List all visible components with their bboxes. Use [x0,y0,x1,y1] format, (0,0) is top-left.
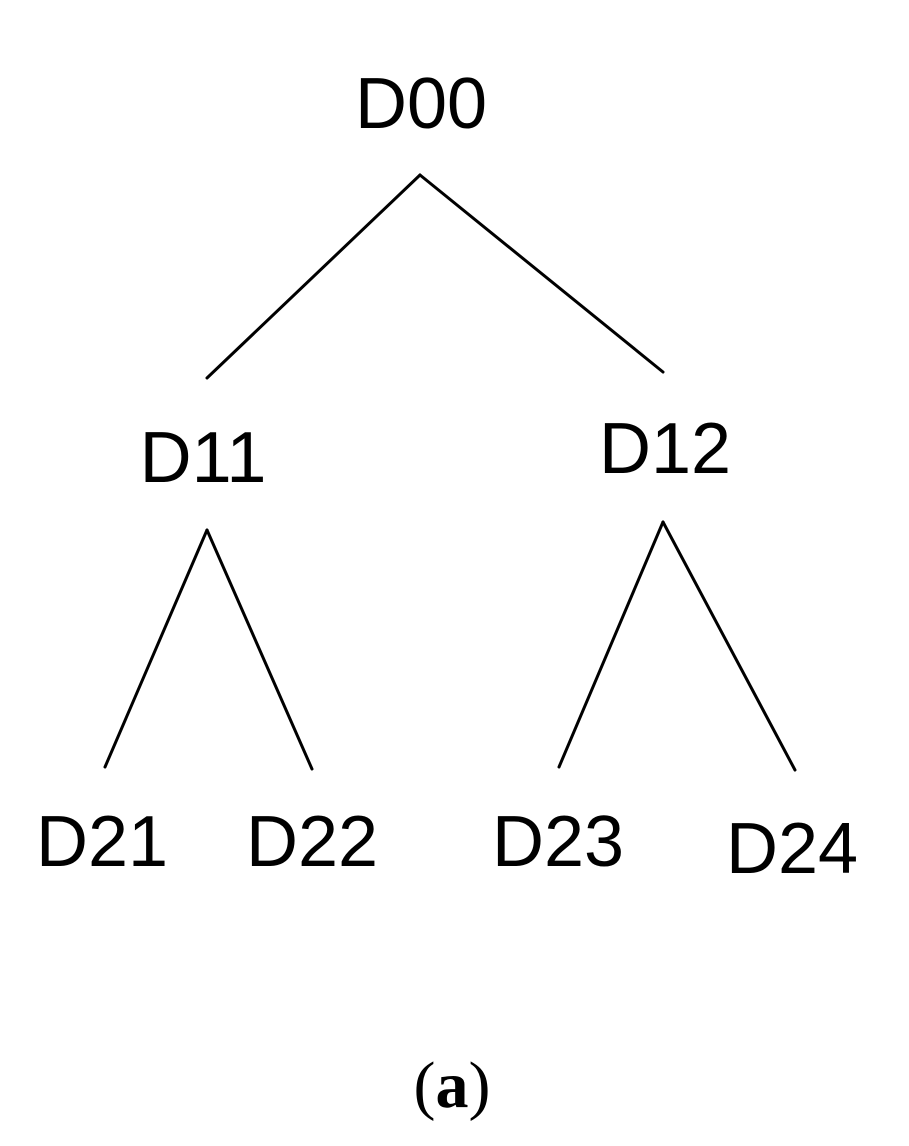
edge-d00-d12 [418,173,665,374]
edge-d11-d21 [103,528,209,769]
edge-d12-d23 [557,520,665,769]
node-d21: D21 [36,802,168,882]
edge-d12-d24 [661,520,797,772]
node-d11: D11 [140,418,267,498]
node-d23: D23 [492,802,624,882]
node-d12: D12 [599,409,731,489]
figure-caption: (a) [414,1049,491,1122]
node-d22: D22 [246,802,378,882]
caption-close-paren: ) [469,1049,491,1122]
edge-d11-d22 [205,528,314,771]
node-d24: D24 [726,809,858,889]
caption-letter: a [436,1049,469,1122]
edge-d00-d11 [205,173,422,380]
node-d00: D00 [355,64,487,144]
caption-open-paren: ( [414,1049,436,1122]
